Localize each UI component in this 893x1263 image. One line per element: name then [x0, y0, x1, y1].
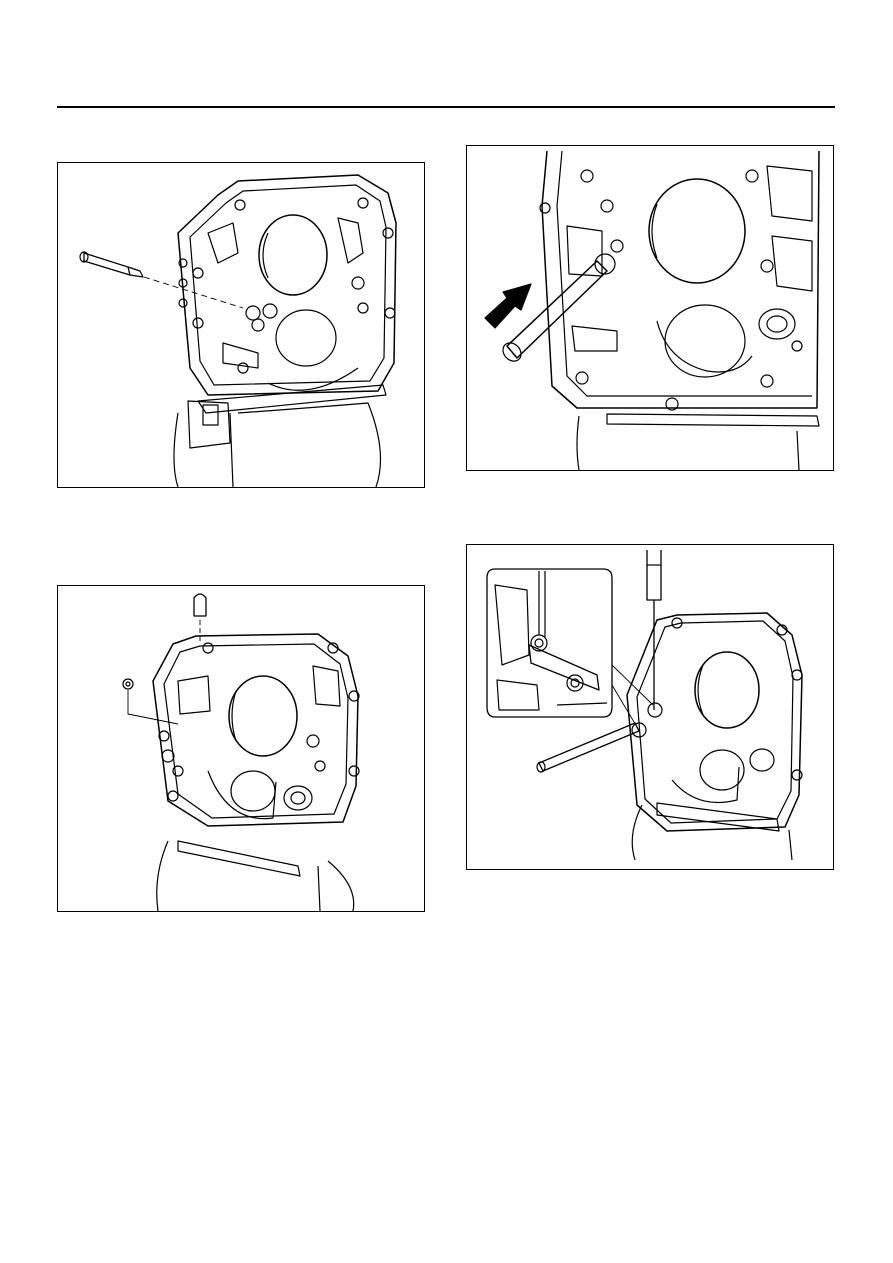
figure-plug-and-ball: [57, 585, 425, 912]
figure-pin-insertion: [57, 162, 425, 488]
figure-shaft-push: [466, 145, 834, 471]
figure-snap-ring-removal: [466, 544, 834, 870]
header-rule: [57, 106, 835, 108]
